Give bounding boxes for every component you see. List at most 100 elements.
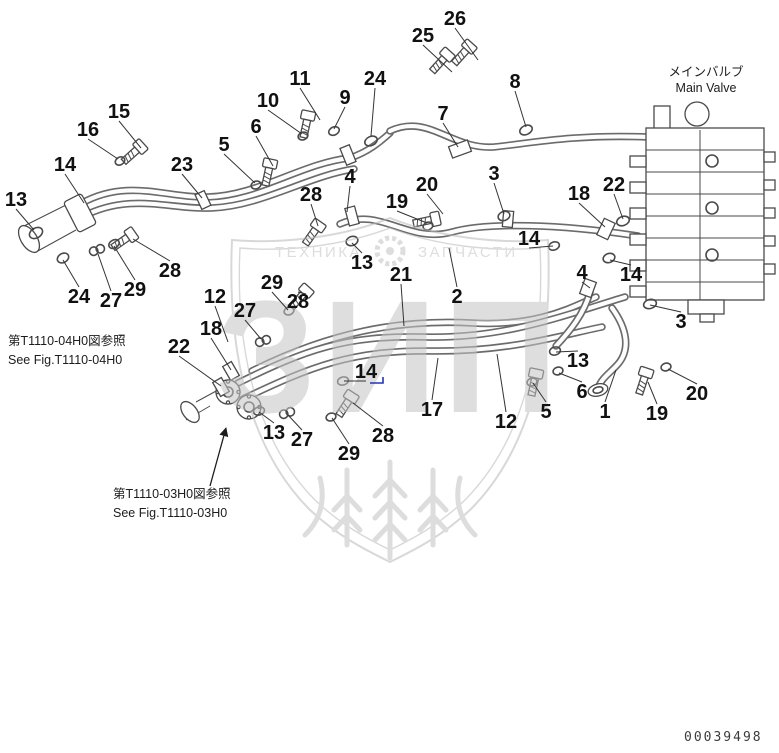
watermark-text-left: ТЕХНИКА bbox=[275, 244, 362, 261]
ref-note-top-jp: 第T1110-04H0図参照 bbox=[8, 333, 126, 348]
leader-line-13-40 bbox=[555, 350, 579, 353]
callout-29-28: 29 bbox=[124, 279, 146, 301]
callout-24-26: 24 bbox=[68, 286, 91, 308]
leader-line-20-18 bbox=[426, 193, 444, 215]
callout-10-4: 10 bbox=[257, 90, 279, 112]
callout-1-43: 1 bbox=[599, 401, 610, 423]
ref-note-top-en: See Fig.T1110-04H0 bbox=[8, 353, 122, 367]
leader-line-24-2 bbox=[370, 87, 376, 137]
leader-line-4-15 bbox=[346, 185, 351, 213]
callout-5-11: 5 bbox=[218, 134, 229, 156]
callout-17-44: 17 bbox=[421, 399, 443, 421]
callout-14-35: 14 bbox=[620, 264, 643, 286]
leader-line-13-48 bbox=[258, 411, 275, 424]
leader-line-14-35 bbox=[609, 259, 632, 266]
leader-line-14-12 bbox=[64, 173, 85, 204]
leader-line-14-22 bbox=[528, 245, 554, 249]
leader-line-17-44 bbox=[431, 357, 439, 401]
callout-28-51: 28 bbox=[372, 425, 394, 447]
leader-line-2-25 bbox=[448, 247, 458, 288]
callout-9-5: 9 bbox=[339, 87, 350, 109]
callout-21-24: 21 bbox=[390, 264, 412, 286]
leader-line-15-8 bbox=[118, 120, 142, 149]
hose-coupling bbox=[447, 139, 473, 159]
hose-fitting bbox=[595, 217, 617, 241]
leader-line-1-43 bbox=[604, 369, 617, 403]
leader-line-28-29 bbox=[132, 238, 171, 262]
callout-7-7: 7 bbox=[437, 103, 448, 125]
callout-15-8: 15 bbox=[108, 101, 130, 123]
callout-22-21: 22 bbox=[603, 174, 625, 196]
callout-22-38: 22 bbox=[168, 336, 190, 358]
callout-6-10: 6 bbox=[250, 116, 261, 138]
callout-18-37: 18 bbox=[200, 318, 222, 340]
watermark-shield-outer bbox=[230, 216, 550, 564]
o-rings bbox=[28, 124, 672, 422]
callout-6-41: 6 bbox=[576, 381, 587, 403]
leader-line-23-13 bbox=[181, 173, 203, 199]
ref-note-bottom-en: See Fig.T1110-03H0 bbox=[113, 506, 227, 520]
blue-mark bbox=[370, 377, 384, 384]
hose-fitting bbox=[339, 143, 357, 167]
hose-clamp-plate bbox=[211, 376, 231, 398]
callout-27-32: 27 bbox=[234, 300, 256, 322]
callout-24-2: 24 bbox=[364, 68, 387, 90]
leader-lines bbox=[15, 27, 698, 445]
bottom-left-flanges bbox=[180, 379, 262, 424]
callout-29-50: 29 bbox=[338, 443, 360, 465]
gear-icon bbox=[374, 235, 406, 267]
callout-5-42: 5 bbox=[540, 401, 551, 423]
callout-8-6: 8 bbox=[509, 71, 520, 93]
callout-25-1: 25 bbox=[412, 25, 434, 47]
leader-line-6-41 bbox=[558, 372, 583, 383]
callout-28-29: 28 bbox=[159, 260, 181, 282]
ref-note-bottom-jp: 第T1110-03H0図参照 bbox=[113, 486, 231, 501]
callout-20-47: 20 bbox=[686, 383, 708, 405]
callout-14-22: 14 bbox=[518, 228, 541, 250]
callout-3-36: 3 bbox=[675, 311, 686, 333]
watermark: ТЕХНИКА ЗАПЧАСТИ ЗИП bbox=[216, 216, 558, 564]
callout-28-33: 28 bbox=[287, 291, 309, 313]
leader-line-20-47 bbox=[667, 368, 698, 385]
callout-26-0: 26 bbox=[444, 8, 466, 30]
leader-line-7-7 bbox=[442, 122, 459, 148]
callout-19-17: 19 bbox=[386, 191, 408, 213]
leader-line-13-14 bbox=[15, 208, 35, 231]
callout-13-23: 13 bbox=[351, 252, 373, 274]
callout-16-9: 16 bbox=[77, 119, 99, 141]
leader-line-18-20 bbox=[578, 202, 606, 228]
callout-12-45: 12 bbox=[495, 411, 517, 433]
callout-29-31: 29 bbox=[261, 272, 283, 294]
callout-3-19: 3 bbox=[488, 163, 499, 185]
leader-line-12-30 bbox=[214, 305, 229, 343]
watermark-text-right: ЗАПЧАСТИ bbox=[418, 244, 518, 261]
ref-arrow bbox=[209, 427, 229, 487]
callout-13-40: 13 bbox=[567, 350, 589, 372]
callout-28-16: 28 bbox=[300, 184, 322, 206]
leader-line-27-49 bbox=[287, 414, 303, 431]
leader-line-12-45 bbox=[496, 353, 507, 413]
leader-line-8-6 bbox=[514, 90, 527, 128]
leader-line-6-10 bbox=[255, 135, 274, 167]
leader-line-19-17 bbox=[396, 210, 428, 224]
leader-line-13-23 bbox=[351, 242, 363, 254]
leader-line-11-3 bbox=[299, 87, 321, 121]
callout-19-46: 19 bbox=[646, 403, 668, 425]
leader-line-29-31 bbox=[271, 291, 289, 311]
leader-line-25-1 bbox=[422, 44, 453, 73]
leader-line-28-16 bbox=[310, 203, 319, 227]
left-upper-connector bbox=[17, 193, 97, 254]
callout-27-27: 27 bbox=[100, 290, 122, 312]
leader-line-27-27 bbox=[97, 253, 112, 292]
main-valve-label-en: Main Valve bbox=[676, 81, 737, 95]
leader-line-29-28 bbox=[113, 245, 136, 281]
callout-14-12: 14 bbox=[54, 154, 77, 176]
callout-14-39: 14 bbox=[355, 361, 378, 383]
leader-line-16-9 bbox=[87, 138, 119, 160]
hose-clamp-plate bbox=[194, 189, 212, 211]
wheat-icon bbox=[302, 459, 478, 561]
leader-line-5-11 bbox=[223, 153, 256, 184]
leader-line-22-38 bbox=[178, 355, 222, 387]
main-valve-label-jp: メインバルブ bbox=[668, 64, 744, 79]
